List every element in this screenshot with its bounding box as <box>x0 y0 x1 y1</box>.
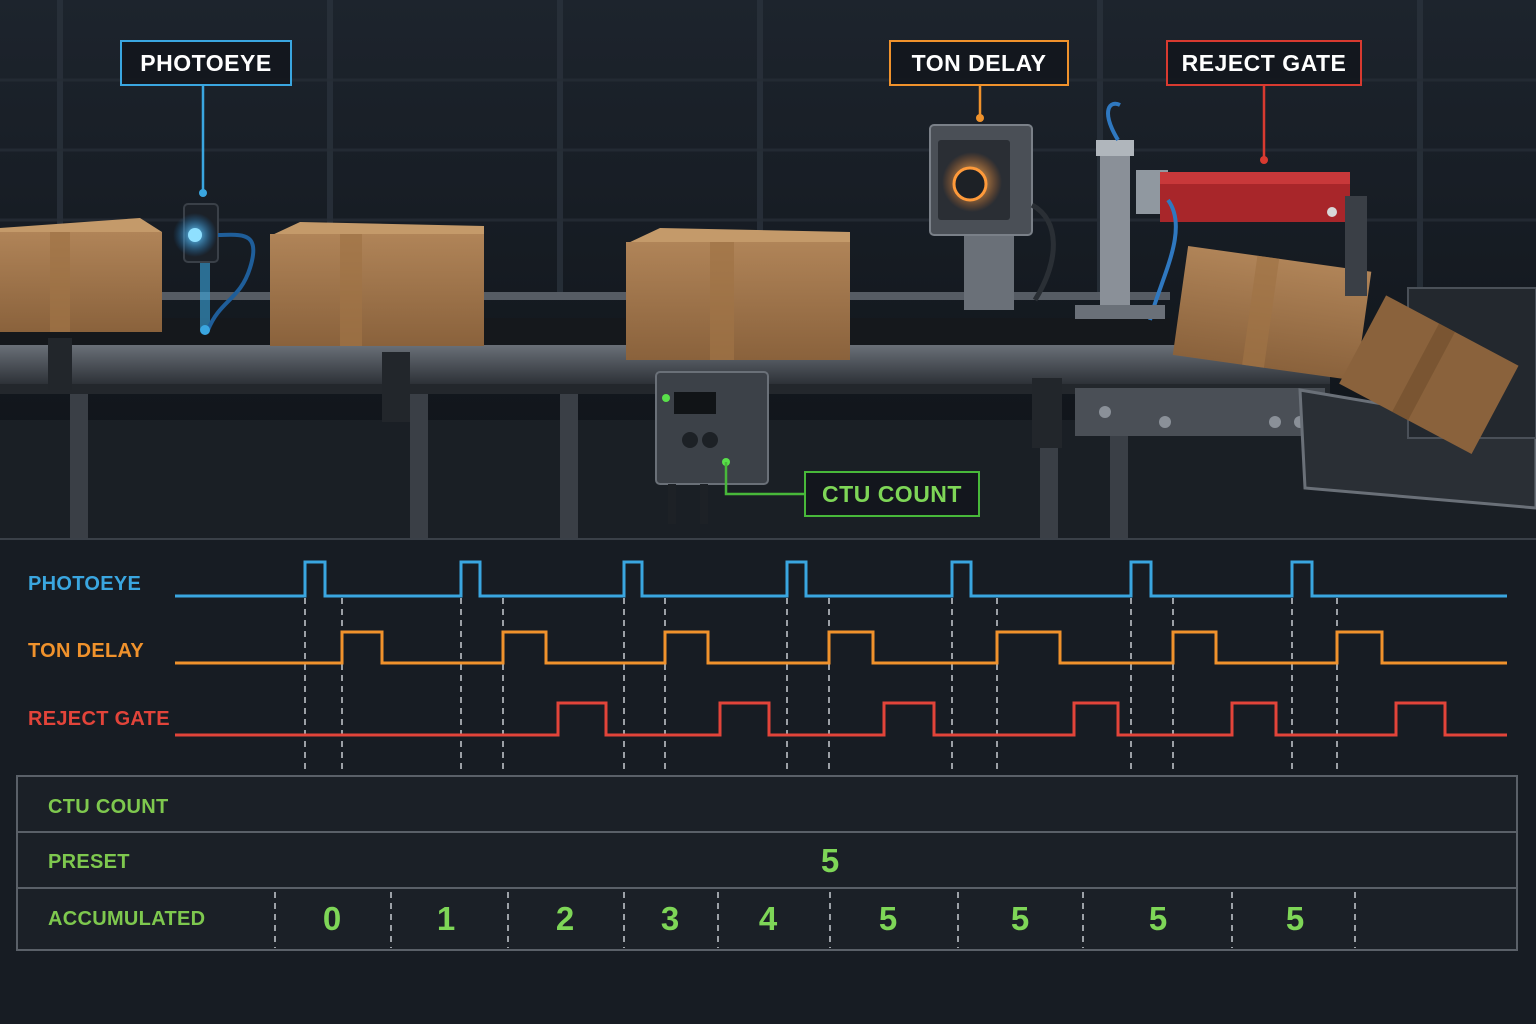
ton-delay-callout: TON DELAY <box>889 40 1069 86</box>
reject-gate-signal-label: REJECT GATE <box>28 708 170 730</box>
box-2 <box>270 222 484 346</box>
photoeye-sensor <box>173 203 256 335</box>
box-falling <box>1339 295 1519 455</box>
accumulated-value: 4 <box>758 900 778 937</box>
event-markers <box>304 598 1338 772</box>
accumulated-value: 3 <box>660 900 680 937</box>
accumulated-dividers <box>274 892 1356 948</box>
conveyor-legs <box>70 390 1128 538</box>
accumulated-value: 5 <box>878 900 898 937</box>
ctu-counter-device <box>655 371 769 524</box>
accumulated-value: 5 <box>1148 900 1168 937</box>
reject-gate-callout: REJECT GATE <box>1166 40 1362 86</box>
box-3 <box>626 228 850 360</box>
photoeye-waveform <box>175 560 1507 598</box>
box-1 <box>0 218 162 332</box>
accumulated-value: 2 <box>555 900 575 937</box>
accumulated-label: ACCUMULATED <box>48 908 206 930</box>
preset-value: 5 <box>820 842 840 879</box>
accumulated-value: 0 <box>322 900 342 937</box>
ton-delay-signal-label: TON DELAY <box>28 640 145 662</box>
ton-delay-waveform <box>175 630 1507 665</box>
reject-gate-waveform <box>175 701 1507 737</box>
accumulated-value: 5 <box>1285 900 1305 937</box>
callout-leaders <box>199 86 1268 496</box>
counter-table <box>16 775 1518 951</box>
accumulated-value: 1 <box>436 900 456 937</box>
ctu-count-table-title: CTU COUNT <box>48 796 169 818</box>
ctu-count-callout: CTU COUNT <box>804 471 980 517</box>
timing-diagram <box>0 538 1536 1024</box>
photoeye-callout: PHOTOEYE <box>120 40 292 86</box>
conveyor-scene <box>0 0 1536 538</box>
reject-gate-device <box>1075 101 1367 321</box>
ton-timer-device <box>929 124 1056 310</box>
box-rejected <box>1172 245 1372 381</box>
photoeye-signal-label: PHOTOEYE <box>28 573 142 595</box>
preset-label: PRESET <box>48 851 130 873</box>
accumulated-value: 5 <box>1010 900 1030 937</box>
